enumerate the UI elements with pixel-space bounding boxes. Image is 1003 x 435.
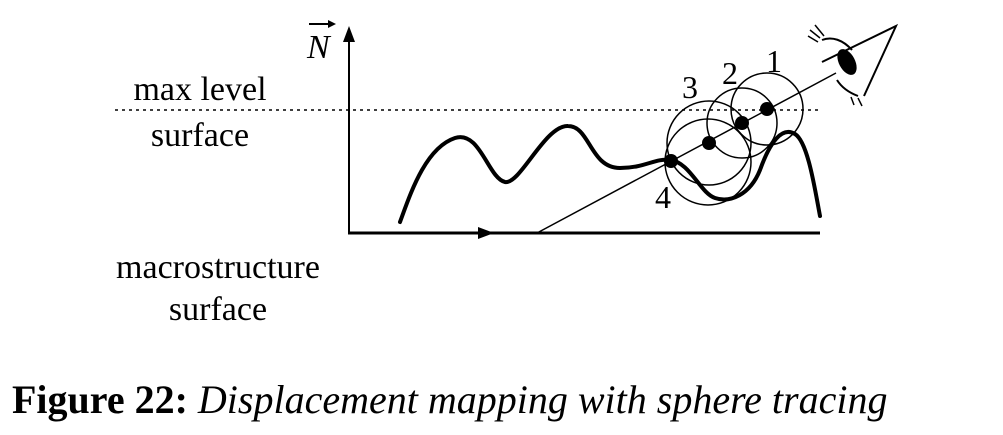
eye-icon: [807, 23, 899, 107]
figure-caption: Figure 22: Displacement mapping with sph…: [12, 380, 887, 420]
step-label-2: 2: [722, 55, 738, 91]
sphere-2: [706, 87, 778, 159]
macrostructure-label-line1: macrostructure: [116, 249, 320, 286]
figure-title: Displacement mapping with sphere tracing: [197, 377, 888, 422]
step-label-3: 3: [682, 69, 698, 105]
normal-vector-bar-head: [328, 20, 336, 28]
sample-point-3: [702, 136, 716, 150]
view-ray: [536, 72, 837, 234]
max-level-label-line1: max level: [133, 71, 266, 108]
sphere-3: [666, 100, 752, 186]
sample-point-1: [760, 102, 774, 116]
max-level-label-line2: surface: [151, 117, 249, 154]
sample-point-2: [735, 116, 749, 130]
step-label-1: 1: [766, 43, 782, 79]
sphere-1: [730, 72, 804, 146]
figure-label: Figure 22:: [12, 377, 188, 422]
macrostructure-label-line2: surface: [169, 291, 267, 328]
displaced-surface-curve: [398, 123, 822, 224]
normal-arrowhead: [343, 26, 355, 42]
sample-point-4: [664, 154, 678, 168]
step-label-4: 4: [655, 179, 671, 215]
tangent-arrowhead: [478, 227, 494, 239]
normal-label: N: [306, 29, 332, 66]
